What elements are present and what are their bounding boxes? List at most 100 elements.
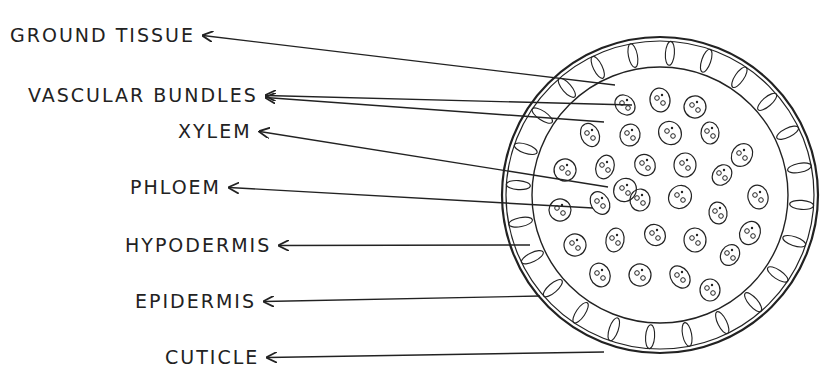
- leader-arrow: [266, 98, 604, 123]
- vascular-bundle: [736, 218, 765, 249]
- xylem-vessel: [665, 129, 670, 134]
- bundle-sheath: [593, 153, 618, 181]
- vascular-bundle: [546, 196, 575, 225]
- phloem-dot: [591, 129, 593, 131]
- xylem-vessel: [731, 256, 736, 261]
- hypodermis-cell: [513, 141, 539, 157]
- xylem-vessel: [561, 211, 566, 216]
- vascular-bundle: [604, 226, 627, 253]
- phloem-dot: [641, 194, 643, 196]
- part-label: GROUND TISSUE: [10, 26, 195, 45]
- bundle-sheath: [664, 181, 696, 214]
- vascular-bundle: [680, 92, 710, 122]
- xylem-vessel: [711, 291, 716, 296]
- xylem-vessel: [759, 198, 764, 203]
- vascular-bundle: [727, 139, 757, 170]
- phloem-dot: [566, 164, 568, 166]
- xylem-vessel: [640, 161, 645, 166]
- hypodermis-cell: [713, 310, 732, 336]
- phloem-dot: [681, 191, 683, 193]
- hypodermis-cell: [742, 290, 765, 314]
- phloem-dot: [719, 207, 721, 209]
- bundle-sheath: [640, 220, 670, 250]
- xylem-vessel: [671, 134, 676, 139]
- vascular-bundle: [618, 122, 642, 148]
- leader-lines: [203, 36, 632, 358]
- part-label: HYPODERMIS: [125, 236, 271, 255]
- hypodermis-cell: [645, 324, 656, 349]
- part-label: VASCULAR BUNDLES: [28, 86, 258, 105]
- vascular-bundle: [586, 188, 614, 218]
- xylem-vessel: [705, 286, 710, 291]
- xylem-vessel: [606, 168, 611, 173]
- hypodermis-cell: [755, 91, 779, 114]
- phloem-dot: [759, 191, 761, 193]
- xylem-vessel: [560, 166, 565, 171]
- bundle-sheath: [674, 153, 697, 178]
- hypodermis-cell: [570, 300, 591, 325]
- vascular-bundle: [700, 122, 719, 145]
- leader-arrow: [229, 188, 593, 209]
- xylem-vessel: [725, 251, 730, 256]
- vascular-bundle: [629, 188, 652, 212]
- phloem-dot: [656, 229, 658, 231]
- xylem-vessel: [711, 134, 716, 139]
- part-label: CUTICLE: [165, 348, 259, 367]
- cuticle-line: [502, 37, 818, 353]
- xylem-vessel: [696, 241, 701, 246]
- phloem-dot: [626, 99, 628, 101]
- xylem-vessel: [719, 214, 724, 219]
- bundle-sheath: [700, 122, 719, 145]
- hypodermis-cell: [729, 65, 750, 90]
- phloem-dot: [616, 234, 618, 236]
- bundle-sheath: [654, 117, 686, 150]
- hypodermis-cell: [680, 322, 693, 347]
- bundle-sheath: [626, 261, 653, 288]
- xylem-vessel: [745, 229, 750, 234]
- xylem-vessel: [625, 131, 630, 136]
- xylem-vessel: [737, 151, 742, 156]
- phloem-dot: [606, 161, 608, 163]
- bundle-sheath: [708, 161, 736, 189]
- xylem-vessel: [696, 108, 701, 113]
- bundle-sheath: [577, 120, 603, 149]
- hypodermis-cell: [765, 264, 790, 285]
- vascular-bundle: [745, 183, 770, 211]
- vascular-bundle: [716, 241, 743, 269]
- xylem-vessel: [591, 136, 596, 141]
- xylem-vessel: [713, 209, 718, 214]
- vascular-bundle: [674, 153, 697, 178]
- xylem-vessel: [717, 171, 722, 176]
- bundle-sheath: [736, 218, 765, 249]
- xylem-vessel: [690, 236, 695, 241]
- phloem-dot: [731, 249, 733, 251]
- xylem-vessel: [661, 101, 666, 106]
- bundle-sheath: [680, 92, 710, 122]
- vascular-bundle: [654, 117, 686, 150]
- vascular-bundle: [609, 174, 641, 206]
- phloem-dot: [576, 239, 578, 241]
- leader-arrow: [203, 36, 615, 86]
- bundle-sheath: [716, 241, 743, 269]
- xylem-vessel: [686, 166, 691, 171]
- xylem-vessel: [595, 199, 600, 204]
- phloem-dot: [631, 129, 633, 131]
- xylem-vessel: [600, 163, 605, 168]
- vascular-bundle: [700, 279, 720, 301]
- hypodermis-cell: [606, 316, 622, 342]
- xylem-vessel: [753, 193, 758, 198]
- hypodermis-cell: [698, 48, 714, 74]
- xylem-vessel: [635, 196, 640, 201]
- bundle-sheath: [630, 150, 659, 179]
- xylem-vessel: [680, 161, 685, 166]
- vascular-bundle: [586, 260, 613, 289]
- hypodermis-cell: [506, 180, 531, 191]
- hypodermis-cell: [541, 277, 565, 300]
- xylem-vessel: [631, 136, 636, 141]
- bundle-sheath: [560, 230, 589, 259]
- xylem-vessel: [675, 193, 680, 198]
- xylem-vessel: [675, 273, 680, 278]
- xylem-vessel: [723, 176, 728, 181]
- xylem-vessel: [570, 241, 575, 246]
